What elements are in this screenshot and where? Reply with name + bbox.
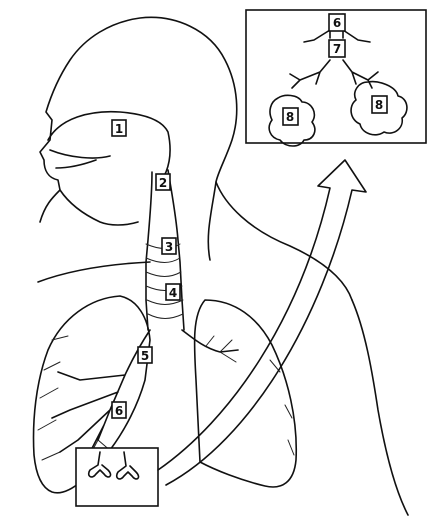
svg-text:3: 3 [165,240,173,254]
svg-text:1: 1 [115,122,123,136]
label-5: 5 [138,347,152,363]
right-body-outline [352,300,408,515]
svg-text:6: 6 [115,404,123,418]
trachea-rings [146,244,183,319]
right-lung-outline [195,300,297,487]
svg-text:6: 6 [333,16,341,30]
svg-text:5: 5 [141,349,149,363]
pharynx-left-wall [146,172,152,330]
bronchiole-branches [90,336,236,455]
label-2: 2 [156,174,170,190]
svg-text:8: 8 [286,110,294,124]
jaw-line [60,190,138,225]
label-1: 1 [112,120,126,136]
label-4: 4 [166,284,180,300]
svg-text:7: 7 [333,42,341,56]
svg-text:2: 2 [159,176,167,190]
neck-outline [208,182,216,260]
svg-text:8: 8 [375,98,383,112]
label-6: 6 [112,402,126,418]
zoom-arrow [158,160,366,485]
inset-label-6: 6 [329,14,345,31]
inset-label-8-right: 8 [372,96,387,113]
nasal-cavity-outline [48,112,170,176]
inset-label-8-left: 8 [283,108,298,125]
svg-text:4: 4 [169,286,177,300]
inset-label-7: 7 [329,40,345,57]
label-3: 3 [162,238,176,254]
